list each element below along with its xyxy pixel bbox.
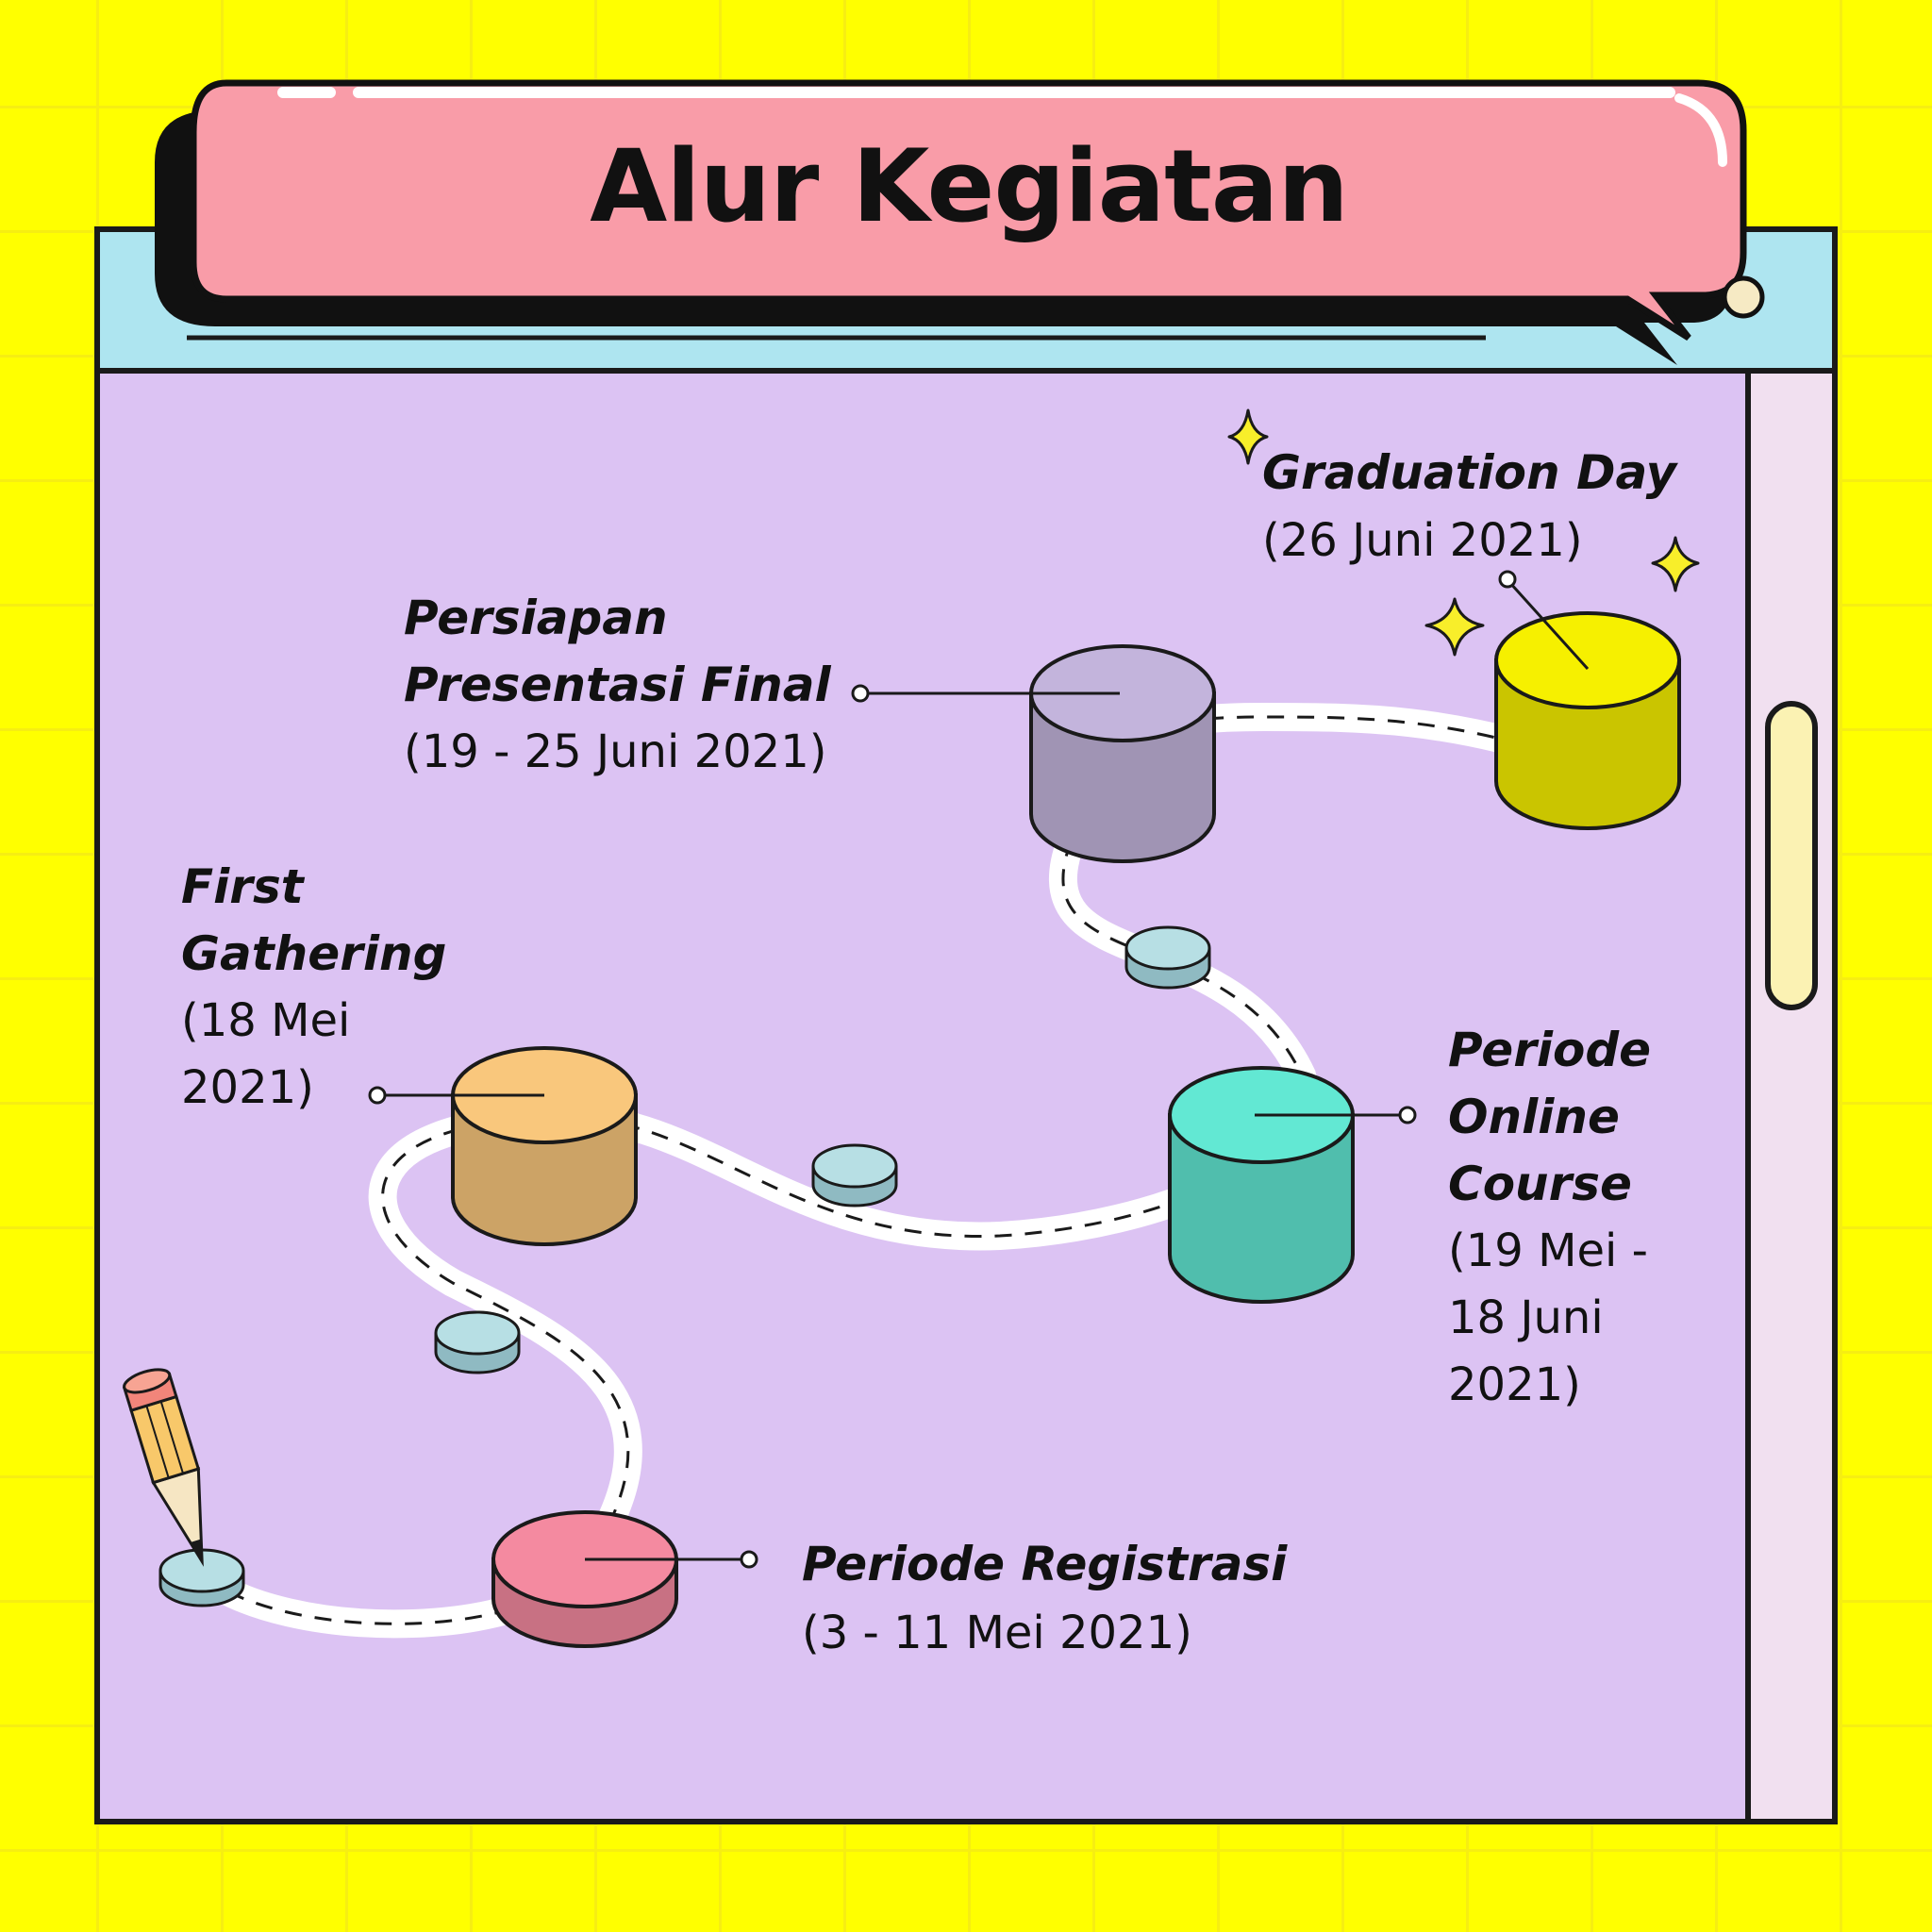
- leader-line-first-gathering: [368, 1086, 544, 1105]
- milestone-cylinder-online-course: [1168, 1066, 1355, 1304]
- milestone-title-line: Persiapan: [404, 591, 668, 645]
- milestone-date-line: 2021): [181, 1061, 314, 1114]
- milestone-title-line: Periode: [1448, 1023, 1652, 1077]
- milestone-title-line: Online: [1448, 1090, 1620, 1144]
- milestone-date: (26 Juni 2021): [1262, 514, 1583, 567]
- milestone-cylinder-persiapan: [1029, 644, 1216, 863]
- app-window: [94, 226, 1838, 1824]
- milestone-title-line: Course: [1448, 1157, 1632, 1211]
- milestone-date-line: (18 Mei: [181, 994, 351, 1047]
- milestone-cylinder-registrasi: [491, 1510, 678, 1648]
- stepping-stones: [434, 925, 1211, 1374]
- cylinder-top: [1494, 611, 1681, 709]
- milestone-date-line: 18 Juni: [1448, 1291, 1604, 1344]
- scrollbar-thumb[interactable]: [1765, 701, 1818, 1010]
- cylinder-side: [1168, 1113, 1355, 1304]
- title-banner: [155, 79, 1765, 365]
- milestone-date-line: (19 Mei -: [1448, 1224, 1648, 1277]
- sparkle-icons: [1227, 408, 1700, 657]
- milestone-date: (19 - 25 Juni 2021): [404, 725, 827, 778]
- milestone-date-line: 2021): [1448, 1358, 1581, 1411]
- milestone-cylinder-graduation: [1494, 611, 1681, 830]
- pencil-icon: [122, 1368, 245, 1607]
- stepping-stone: [811, 1143, 898, 1208]
- leader-line-persiapan: [851, 684, 1120, 703]
- leader-line-online-course: [1255, 1106, 1417, 1124]
- stepping-stone: [434, 1310, 521, 1374]
- leader-lines: [368, 570, 1590, 1569]
- milestone-title-line: Gathering: [181, 926, 447, 981]
- stepping-stone: [1124, 925, 1211, 990]
- milestone-title: Periode Registrasi: [802, 1537, 1288, 1591]
- page-title: Alur Kegiatan: [590, 128, 1349, 244]
- milestone-title: Graduation Day: [1262, 445, 1677, 500]
- milestone-title-line: First: [181, 859, 304, 914]
- milestone-date: (3 - 11 Mei 2021): [802, 1607, 1192, 1659]
- sparkle-icon: [1651, 536, 1700, 592]
- leader-line-registrasi: [585, 1550, 758, 1569]
- sparkle-icon: [1424, 597, 1485, 657]
- sparkle-icon: [1227, 408, 1269, 465]
- milestone-cylinder-first-gathering: [451, 1046, 638, 1246]
- window-scrollbar[interactable]: [1745, 368, 1838, 1824]
- milestone-title-line: Presentasi Final: [404, 658, 831, 712]
- leader-line-graduation: [1498, 570, 1590, 671]
